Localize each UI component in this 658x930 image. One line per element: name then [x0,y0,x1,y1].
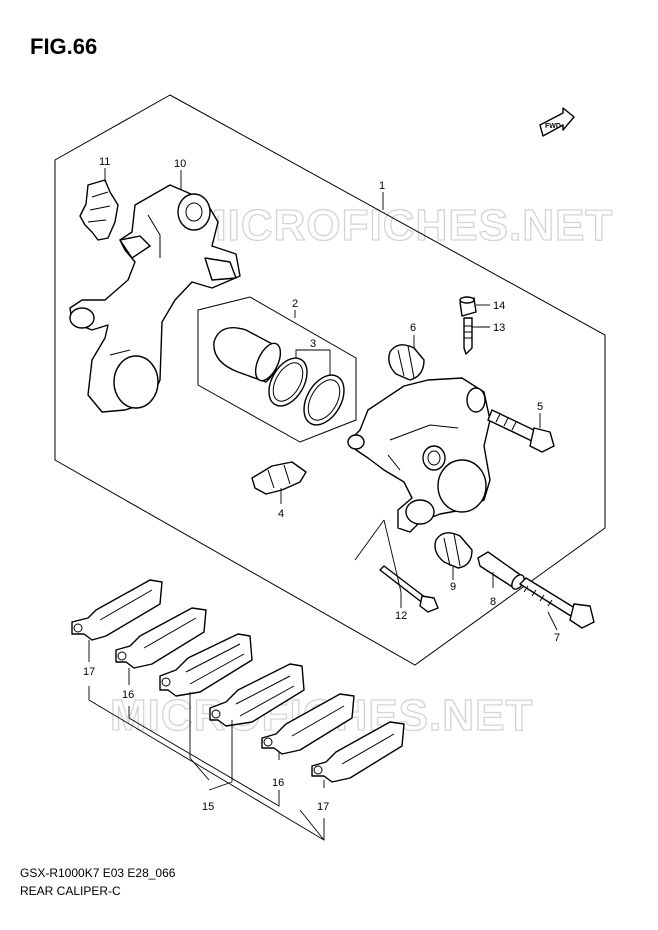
brake-pad-1 [159,633,253,697]
callout-14: 14 [493,300,505,312]
callout-11: 11 [99,156,110,168]
callout-17-left: 17 [83,666,95,678]
caliper-bolt [487,409,555,453]
callout-17-right: 17 [317,801,329,813]
bleeder-screw [463,317,473,355]
leader-lines [88,168,558,841]
callout-13: 13 [493,322,505,334]
sleeve-boot [434,532,473,569]
callout-16-left: 16 [122,689,134,701]
pad-shim-outer-2 [311,721,405,783]
callout-3: 3 [310,338,316,350]
callout-6: 6 [410,322,416,334]
pad-shim-outer-1 [71,579,163,641]
callout-12: 12 [395,610,407,622]
callout-10: 10 [174,158,186,170]
figure-title: FIG.66 [30,34,98,59]
slide-sleeve [477,551,525,590]
callout-15: 15 [202,801,214,813]
pad-shim-inner-1 [115,607,207,669]
pad-spring-clip [79,179,119,241]
fwd-label: FWD [545,123,561,130]
callout-9: 9 [450,581,456,593]
pad-pin [379,565,439,613]
figure-caption: REAR CALIPER-C [20,884,121,898]
callout-2: 2 [292,298,298,310]
pad-shim-inner-2 [261,693,355,755]
assembly-outline [54,94,606,666]
callout-7: 7 [554,632,560,644]
callout-5: 5 [537,401,543,413]
piston-seal-box [197,296,357,443]
slide-bolt [519,577,595,629]
pin-boot [388,344,425,381]
piston-seals [268,357,345,426]
bleeder-cap [459,296,477,317]
brake-pad-2 [209,663,305,727]
watermark-top: MICROFICHES.NET [190,201,613,250]
caliper-body [347,377,491,533]
caliper-bracket [69,184,241,413]
pad-spring [251,461,307,495]
fwd-arrow-icon: FWD [539,107,575,137]
callout-8: 8 [490,596,496,608]
callout-1: 1 [379,180,385,192]
callout-16-right: 16 [272,777,284,789]
callout-4: 4 [278,508,284,520]
model-code: GSX-R1000K7 E03 E28_066 [20,866,176,880]
caliper-piston [213,327,282,383]
